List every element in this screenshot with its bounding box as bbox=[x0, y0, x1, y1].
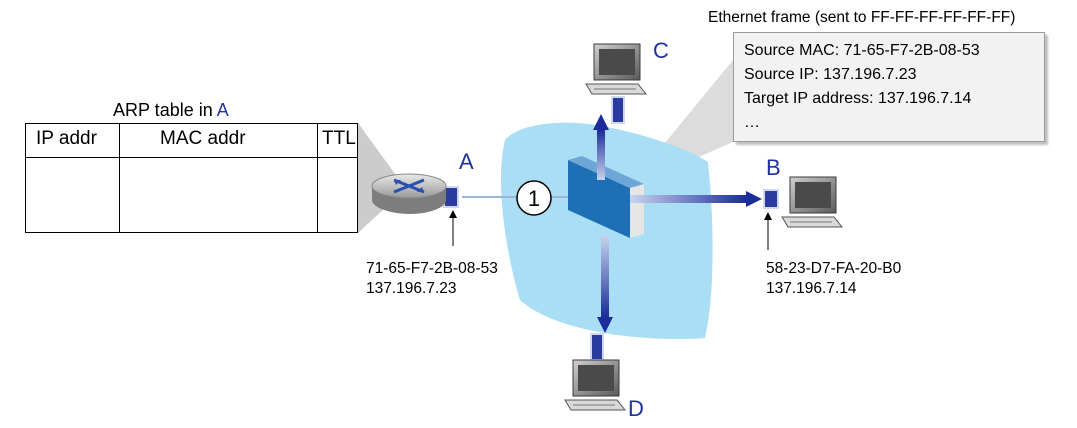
arp-col-ttl: TTL bbox=[322, 128, 356, 149]
ethernet-frame-box: Source MAC: 71-65-F7-2B-08-53 Source IP:… bbox=[733, 32, 1045, 142]
interface-d bbox=[590, 333, 604, 361]
node-label-d: D bbox=[628, 396, 644, 421]
node-a-address: 71-65-F7-2B-08-53 137.196.7.23 bbox=[366, 259, 498, 299]
frame-ellipsis: … bbox=[744, 114, 760, 131]
arp-table-header-divider bbox=[26, 157, 357, 158]
node-label-b: B bbox=[766, 155, 781, 180]
node-b-ip: 137.196.7.14 bbox=[766, 280, 857, 298]
arp-table: IP addr MAC addr TTL bbox=[25, 123, 358, 233]
ethernet-frame-title: Ethernet frame (sent to FF-FF-FF-FF-FF-F… bbox=[708, 9, 1016, 26]
arrow-to-c bbox=[593, 114, 609, 180]
frame-target-ip: Target IP address: 137.196.7.14 bbox=[744, 90, 972, 107]
arp-callout-wedge bbox=[358, 123, 398, 233]
pointer-a bbox=[449, 210, 457, 246]
computer-d-icon bbox=[564, 359, 627, 411]
arp-table-col-divider bbox=[119, 124, 120, 232]
arp-table-title: ARP table in A bbox=[113, 100, 229, 120]
interface-a bbox=[443, 186, 459, 208]
frame-source-ip: Source IP: 137.196.7.23 bbox=[744, 66, 917, 83]
interface-c bbox=[611, 96, 625, 124]
arp-col-ip-addr: IP addr bbox=[36, 128, 97, 149]
switch-icon bbox=[568, 156, 644, 238]
node-b-mac: 58-23-D7-FA-20-B0 bbox=[766, 260, 902, 277]
arrow-to-b bbox=[630, 191, 762, 207]
pointer-b bbox=[764, 212, 772, 250]
computer-c-icon bbox=[585, 43, 648, 95]
node-a-mac: 71-65-F7-2B-08-53 bbox=[366, 260, 498, 277]
frame-source-mac: Source MAC: 71-65-F7-2B-08-53 bbox=[744, 42, 980, 59]
node-label-c: C bbox=[653, 38, 669, 63]
computer-b-icon bbox=[781, 176, 844, 228]
node-a-ip: 137.196.7.23 bbox=[366, 280, 457, 298]
step-marker-circle bbox=[516, 180, 552, 216]
broadcast-area bbox=[500, 122, 713, 340]
node-b-address: 58-23-D7-FA-20-B0 137.196.7.14 bbox=[766, 259, 901, 299]
node-label-a: A bbox=[459, 149, 474, 174]
interface-b bbox=[763, 189, 779, 209]
arp-col-mac-addr: MAC addr bbox=[160, 128, 246, 149]
arp-table-col-divider bbox=[317, 124, 318, 232]
arrow-to-d bbox=[597, 235, 613, 333]
router-icon bbox=[371, 173, 447, 214]
step-marker-number: 1 bbox=[528, 186, 540, 211]
